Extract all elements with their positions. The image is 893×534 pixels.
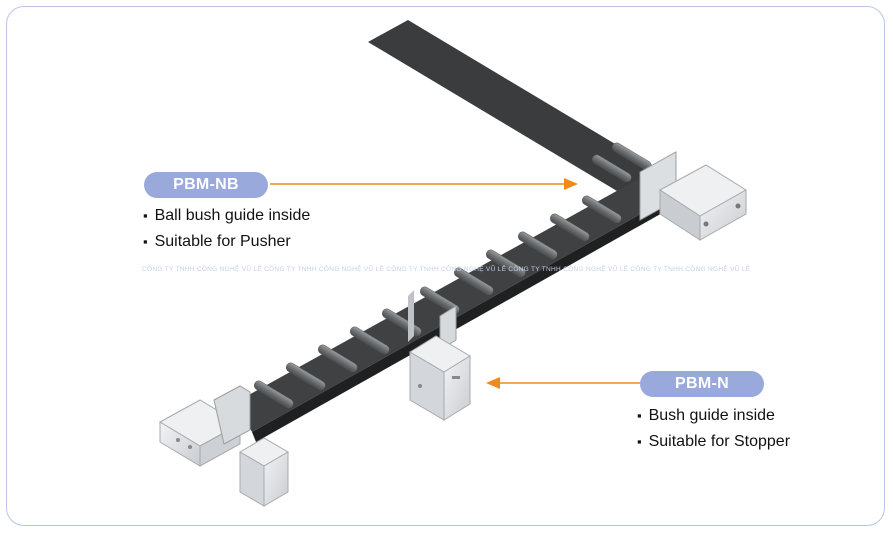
- pbm-n-arrow: [486, 377, 640, 389]
- pbm-n-label: PBM-N: [640, 371, 764, 397]
- bottom-left-cylinders: [158, 385, 289, 507]
- pbm-n-feature: Suitable for Stopper: [637, 429, 790, 455]
- belt-rollers: [253, 142, 652, 409]
- pbm-n-cylinder: [408, 290, 471, 421]
- pbm-nb-arrow: [270, 178, 578, 190]
- pbm-nb-feature-list: Ball bush guide inside Suitable for Push…: [143, 203, 311, 255]
- pbm-nb-feature: Suitable for Pusher: [143, 229, 310, 255]
- pbm-n-feature: Bush guide inside: [637, 403, 790, 429]
- pbm-nb-feature: Ball bush guide inside: [143, 203, 311, 229]
- upper-conveyor-belt: [368, 20, 662, 194]
- pbm-nb-cylinder: [639, 151, 747, 241]
- watermark-text: CÔNG TY TNHH CÔNG NGHỆ VŨ LÊ CÔNG TY TNH…: [142, 266, 751, 273]
- pbm-nb-label: PBM-NB: [144, 172, 268, 198]
- pbm-n-feature-list: Bush guide inside Suitable for Stopper: [637, 403, 790, 455]
